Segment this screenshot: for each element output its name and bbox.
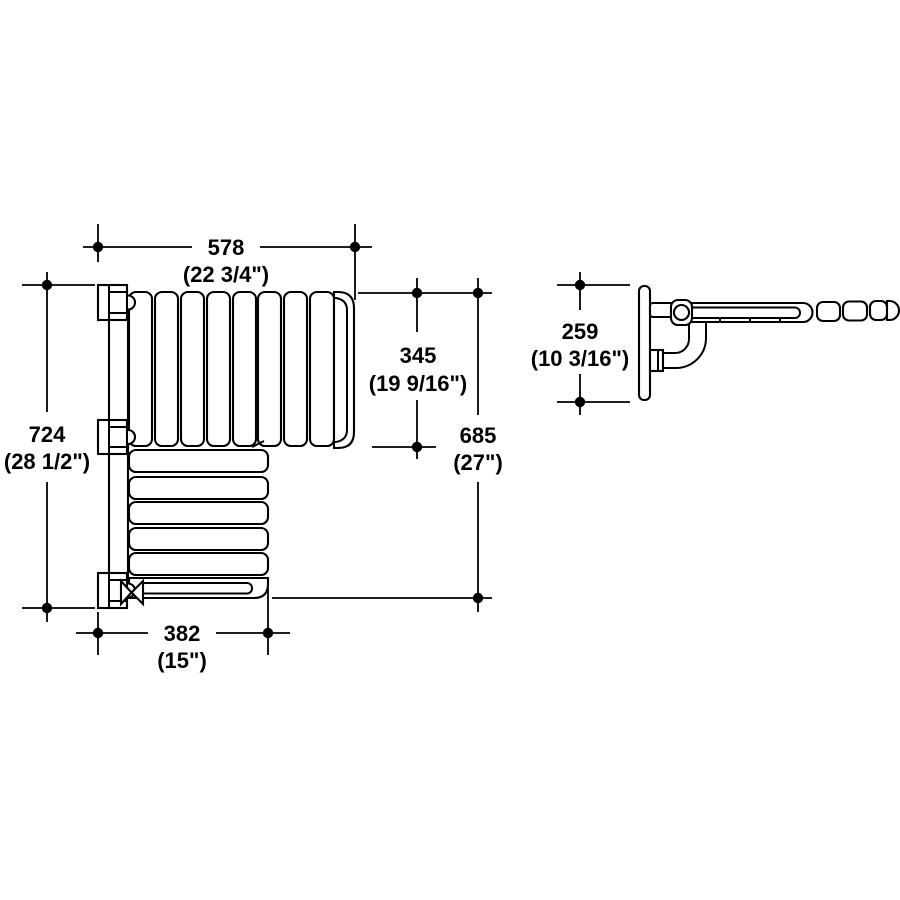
backrest-end-cap — [332, 290, 356, 450]
wall-plate — [637, 284, 652, 402]
edge-slat-segment — [841, 300, 869, 322]
mount-bracket-middle — [96, 418, 129, 456]
seat-slat — [127, 526, 270, 552]
back-slat — [153, 290, 180, 448]
seat-edge-bar — [688, 301, 814, 324]
dim-overall-depth-inches: (27") — [453, 450, 503, 475]
back-slat — [282, 290, 309, 448]
seat-front-frame — [127, 576, 270, 600]
dim-seat-width-inches: (15") — [157, 648, 207, 673]
dim-wall-plate-height-mm: 259 — [562, 319, 599, 344]
dim-mount-height: 724 (28 1/2") — [4, 272, 95, 622]
dim-overall-depth: 685 (27") — [272, 278, 503, 612]
dimension-dot — [92, 241, 104, 253]
back-slat — [205, 290, 232, 448]
dimension-dot — [472, 592, 484, 604]
bracket-plate — [96, 418, 129, 456]
seat-edge-bar-inner — [690, 306, 802, 319]
dim-wall-plate-height-inches: (10 3/16") — [531, 346, 629, 371]
back-slat — [256, 290, 283, 448]
edge-slat-end-cap — [885, 299, 900, 322]
back-slat — [127, 290, 154, 448]
seat-slat — [127, 551, 270, 577]
back-slat — [179, 290, 206, 448]
dimension-dot — [262, 627, 274, 639]
dim-wall-plate-height: 259 (10 3/16") — [531, 272, 630, 415]
backrest-panel — [127, 290, 356, 450]
dimension-dot — [92, 627, 104, 639]
arm-wall-collar — [648, 348, 665, 373]
dim-seat-width: 382 (15") — [76, 588, 290, 673]
hinge-bowtie-left — [119, 578, 133, 607]
bracket-roller — [127, 294, 137, 311]
dimension-dot — [411, 287, 423, 299]
bracket-plate — [96, 283, 129, 322]
bracket-roller — [127, 428, 137, 446]
dim-top-width-inches: (22 3/4") — [183, 262, 269, 287]
back-slat — [231, 290, 258, 448]
dimension-dot — [411, 441, 423, 453]
dim-seat-width-mm: 382 — [164, 621, 201, 646]
front-view: 578 (22 3/4") 724 (28 1/2") 345 (19 9/16… — [4, 224, 503, 673]
backrest-end-cap-inner — [334, 297, 348, 443]
dimension-dot — [574, 279, 586, 291]
dim-mount-height-mm: 724 — [29, 422, 66, 447]
seat-slat — [127, 500, 270, 526]
support-arm — [648, 322, 707, 373]
edge-slat-segment — [868, 299, 889, 322]
dim-overall-depth-mm: 685 — [460, 423, 497, 448]
back-slat — [308, 290, 336, 448]
seat-panel — [127, 448, 270, 600]
pivot-pin — [672, 303, 691, 322]
dim-mount-height-inches: (28 1/2") — [4, 449, 90, 474]
dim-backrest-depth-mm: 345 — [400, 343, 437, 368]
mount-rail-assembly — [96, 283, 130, 610]
panel-chamfer — [251, 440, 265, 448]
hinge-bowtie — [119, 578, 145, 607]
dim-top-width-mm: 578 — [208, 235, 245, 260]
dimension-dot — [349, 241, 361, 253]
seat-profile — [688, 299, 900, 324]
dimension-dot — [574, 396, 586, 408]
dim-backrest-depth: 345 (19 9/16") — [358, 278, 492, 459]
dim-backrest-depth-inches: (19 9/16") — [369, 371, 467, 396]
pivot-hinge — [669, 298, 694, 327]
support-arm-outer — [661, 322, 707, 369]
dim-top-width: 578 (22 3/4") — [83, 224, 372, 300]
seat-slat — [127, 448, 270, 474]
mount-bracket-top — [96, 283, 129, 322]
side-view: 259 (10 3/16") — [531, 272, 900, 415]
dimension-dot — [41, 279, 53, 291]
support-arm-inner — [661, 322, 690, 354]
dimension-dot — [41, 602, 53, 614]
edge-slat-segment — [815, 300, 842, 323]
pivot-arm — [648, 301, 675, 319]
dimension-dot — [472, 287, 484, 299]
seat-slat — [127, 475, 270, 501]
hinge-bowtie-right — [130, 578, 145, 607]
